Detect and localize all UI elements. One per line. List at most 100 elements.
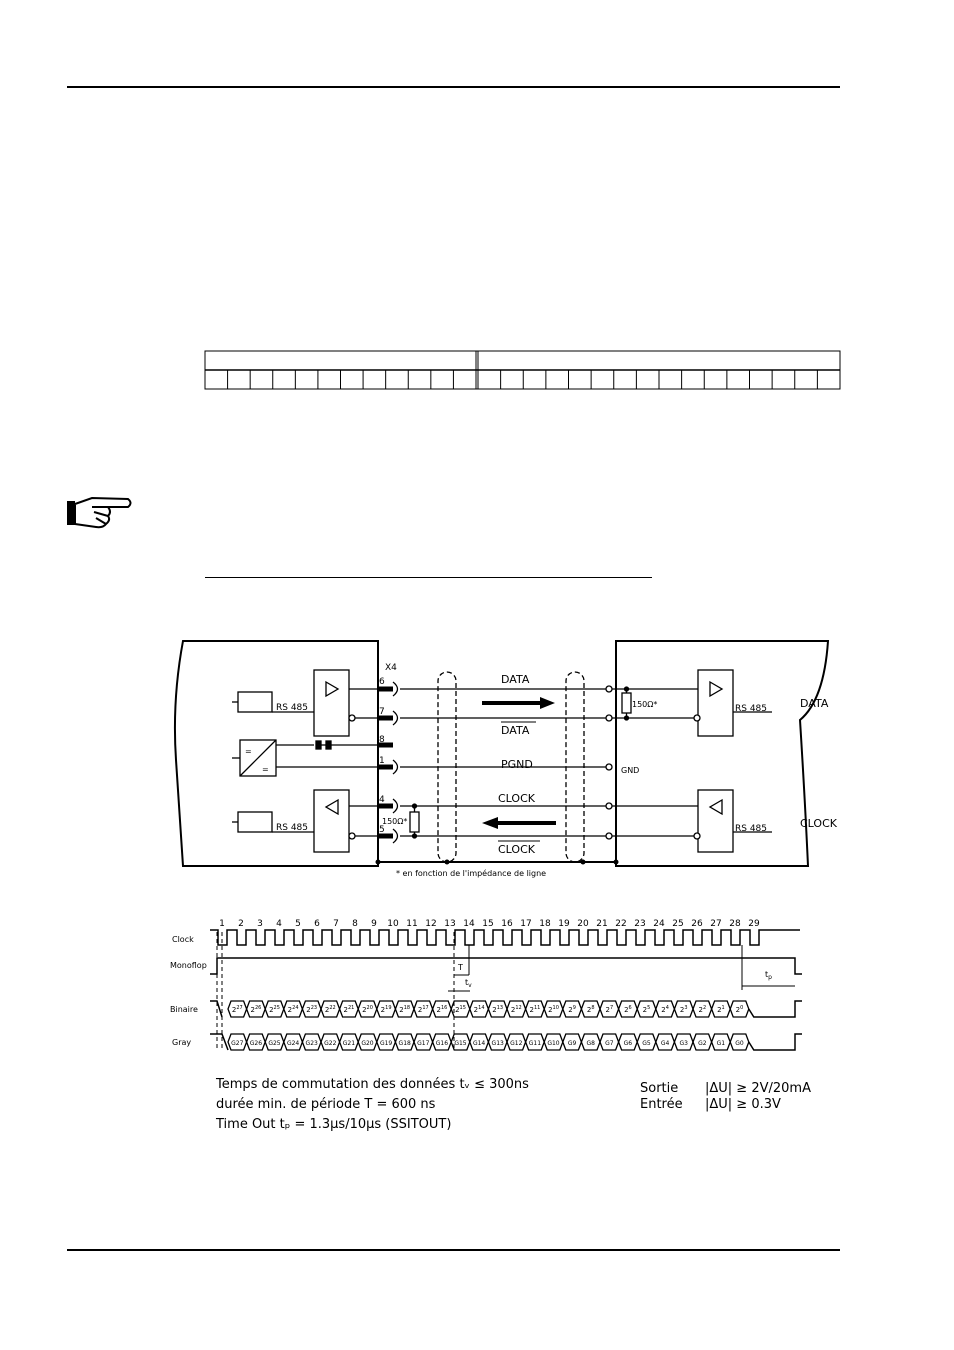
bit-table [204,350,841,390]
binary-bit-label: 221 [343,1005,354,1014]
binary-bit-label: 29 [568,1005,576,1014]
pin-label: 1 [379,756,385,766]
clock-number: 10 [387,919,399,929]
binary-bit-label: 225 [269,1005,280,1014]
binary-start [210,1000,223,1018]
binary-bit-label: 26 [624,1005,632,1014]
gray-bit-label: G21 [343,1040,355,1047]
gray-bit-label: G22 [324,1040,336,1047]
footnote: * en fonction de l'impédance de ligne [396,868,546,878]
signal-clock-inverted: CLOCK [498,843,536,856]
binary-bit-label: 215 [455,1005,466,1014]
connector-pin [378,833,393,839]
clock-number: 11 [406,919,417,929]
clock-number: 7 [333,919,339,929]
left-device-outline [173,640,379,867]
binary-bit-label: 213 [492,1005,503,1014]
connector-socket [392,798,399,814]
gray-end [748,1033,802,1051]
binary-bit-label: 227 [232,1005,243,1014]
input-value: |ΔU| ≥ 0.3V [705,1097,781,1112]
gray-start [210,1033,229,1051]
binary-bit-label: 223 [306,1005,317,1014]
binary-bit-label: 220 [362,1005,373,1014]
signal-data-inverted: DATA [501,724,530,737]
clock-direction-arrow [482,817,556,829]
gray-bit-label: G5 [642,1040,651,1047]
circuit-labels: X4 6 7 8 1 4 5 RS 485 RS 485 RS 485 RS 4… [245,663,838,878]
signal-clock: CLOCK [498,792,536,805]
gray-bit-label: G1 [717,1040,726,1047]
gray-bit-label: G10 [547,1040,559,1047]
pin-label: 8 [379,735,385,745]
gray-bit-label: G6 [624,1040,633,1047]
row-label-clock: Clock [172,935,194,944]
gray-bit-label: G13 [492,1040,504,1047]
right-device-outline [615,640,830,867]
binary-bit-label: 217 [418,1005,429,1014]
gray-bit-label: G19 [380,1040,392,1047]
pin-label: 7 [379,707,385,717]
clock-number: 24 [653,919,665,929]
ssi-circuit-diagram [173,640,830,867]
binary-bit-label: 219 [381,1005,392,1014]
converter-symbol: = [262,765,269,774]
clock-number: 28 [729,919,741,929]
rs485-label: RS 485 [735,704,767,714]
binary-bit-label: 25 [643,1005,651,1014]
clock-number: 17 [520,919,531,929]
pin-label: 5 [379,825,385,835]
connector-pin [378,764,393,770]
monoflop-waveform [210,957,802,975]
binary-bit-label: 210 [548,1005,559,1014]
binary-bit-label: 212 [511,1005,522,1014]
gray-bit-label: G23 [306,1040,318,1047]
gray-bit-label: G11 [529,1040,541,1047]
connector-socket [392,759,399,775]
clock-number: 29 [748,919,760,929]
connector-socket [392,681,399,697]
clock-number: 2 [238,919,244,929]
binary-bit-label: 216 [436,1005,447,1014]
row-label-binary: Binaire [170,1005,198,1014]
connector-socket [392,828,399,844]
clock-number: 15 [482,919,493,929]
connector-pin [378,686,393,692]
gray-bit-label: G16 [436,1040,448,1047]
binary-bit-label: 214 [474,1005,485,1014]
gray-bit-label: G15 [454,1040,466,1047]
connector-pin [378,715,393,721]
binary-end [748,1000,802,1018]
clock-waveform [210,929,800,946]
gray-bit-label: G2 [698,1040,707,1047]
row-label-gray: Gray [172,1038,191,1047]
gray-bit-label: G8 [586,1040,595,1047]
resistor-label: 150Ω* [382,817,407,826]
clock-number: 20 [577,919,589,929]
right-data-label: DATA [800,697,829,710]
signal-pgnd: PGND [501,758,533,771]
gnd-label: GND [621,766,639,775]
output-label: Sortie [640,1081,678,1096]
clock-number: 13 [444,919,455,929]
connector-socket [392,710,399,726]
clock-number: 18 [539,919,551,929]
specifications: Temps de commutation des données tᵥ ≤ 30… [215,1077,811,1132]
tp-label: tp [765,970,772,981]
clock-number: 5 [295,919,301,929]
gray-bit-label: G7 [605,1040,614,1047]
gray-bit-label: G3 [679,1040,688,1047]
footer-rule [67,1249,840,1251]
clock-number: 22 [615,919,626,929]
gray-bit-label: G26 [250,1040,262,1047]
clock-number: 23 [634,919,645,929]
gray-bit-label: G17 [417,1040,429,1047]
clock-number: 21 [596,919,607,929]
clock-number: 19 [558,919,570,929]
clock-number: 6 [314,919,320,929]
binary-bit-label: 224 [288,1005,299,1014]
input-label: Entrée [640,1097,683,1112]
